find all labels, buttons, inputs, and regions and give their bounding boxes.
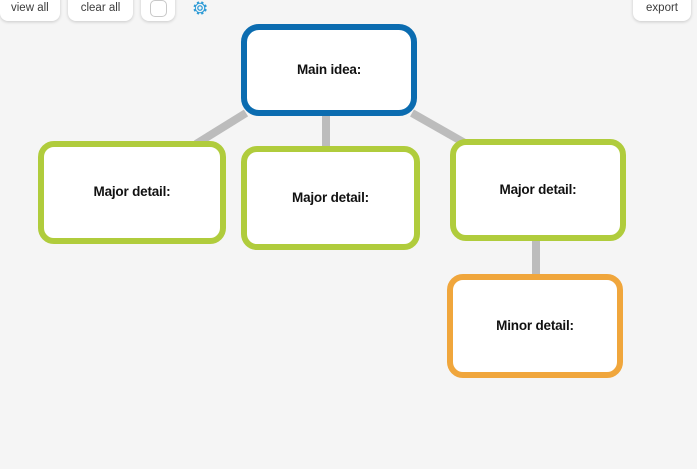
- node-minor-detail-1[interactable]: Minor detail:: [447, 274, 623, 378]
- node-label: Major detail:: [93, 184, 171, 200]
- settings-button[interactable]: [183, 0, 217, 21]
- node-major-detail-3[interactable]: Major detail:: [450, 139, 626, 241]
- view-all-button[interactable]: view all: [0, 0, 60, 21]
- toolbar: view all clear all export: [0, 0, 697, 22]
- toolbar-right-group: export: [633, 0, 691, 21]
- export-button[interactable]: export: [633, 0, 691, 21]
- rounded-square-button[interactable]: [141, 0, 176, 21]
- node-label: Minor detail:: [496, 317, 574, 333]
- edge-main-to-major-1: [193, 109, 249, 148]
- node-main-idea[interactable]: Main idea:: [241, 24, 417, 116]
- node-major-detail-2[interactable]: Major detail:: [241, 146, 420, 250]
- toolbar-left-group: view all clear all: [0, 0, 217, 21]
- rounded-square-icon: [149, 0, 167, 17]
- clear-all-button[interactable]: clear all: [67, 0, 134, 21]
- node-label: Major detail:: [499, 181, 577, 197]
- node-label: Main idea:: [296, 61, 361, 77]
- gear-icon: [191, 0, 209, 17]
- node-label: Major detail:: [292, 189, 369, 205]
- node-major-detail-1[interactable]: Major detail:: [38, 141, 226, 244]
